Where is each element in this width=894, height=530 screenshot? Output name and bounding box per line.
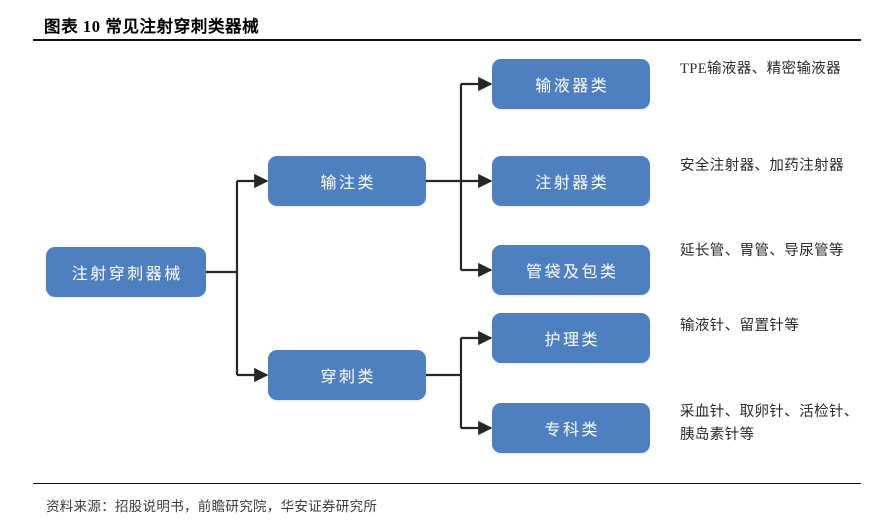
node-root[interactable]: 注射穿刺器械 <box>46 247 206 297</box>
annotation-specialty: 采血针、取卵针、活检针、胰岛素针等 <box>680 404 859 443</box>
diagram-canvas: 注射穿刺器械 输注类 穿刺类 输液器类 注射器类 管袋及包类 护理类 专科类 T… <box>0 44 894 482</box>
connector-root-to-spine <box>205 181 239 375</box>
node-leaf-infusion-set[interactable]: 输液器类 <box>492 59 650 109</box>
node-leaf-specialty[interactable]: 专科类 <box>492 403 650 453</box>
annotation-tube-bag: 延长管、胃管、导尿管等 <box>680 243 844 259</box>
node-leaf-nursing[interactable]: 护理类 <box>492 313 650 363</box>
title-divider-rule <box>33 39 861 41</box>
figure-source: 资料来源：招股说明书，前瞻研究院，华安证券研究所 <box>46 499 378 514</box>
node-leaf-tube-bag[interactable]: 管袋及包类 <box>492 245 650 295</box>
node-branch-infusion[interactable]: 输注类 <box>268 156 426 206</box>
annotation-syringe: 安全注射器、加药注射器 <box>680 158 844 174</box>
connector-branch1-to-spine <box>425 84 463 270</box>
node-leaf-syringe[interactable]: 注射器类 <box>492 156 650 206</box>
annotation-infusion-set: TPE输液器、精密输液器 <box>680 61 842 77</box>
connector-layer <box>205 76 493 436</box>
node-branch-puncture[interactable]: 穿刺类 <box>268 350 426 400</box>
figure-title: 图表 10 常见注射穿刺类器械 <box>44 17 260 36</box>
source-divider-rule <box>33 483 861 484</box>
annotation-nursing: 输液针、留置针等 <box>680 318 800 334</box>
connector-branch2-to-spine <box>425 338 463 428</box>
